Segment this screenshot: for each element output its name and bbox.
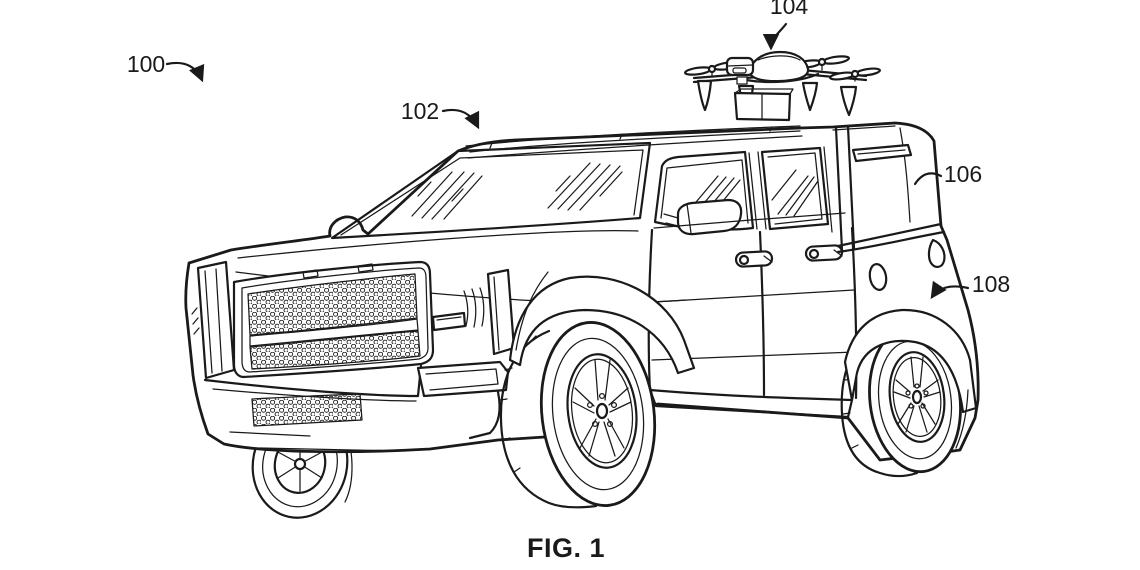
door-handle-front xyxy=(734,250,774,268)
grille xyxy=(232,260,435,379)
headlight-left xyxy=(196,260,236,380)
rear-door-window xyxy=(760,146,830,231)
vehicle-illustration xyxy=(184,121,980,519)
drone-arms xyxy=(692,68,868,84)
drone-package xyxy=(733,88,794,122)
front-flare-front-edge xyxy=(515,271,549,351)
front-fender-flare xyxy=(508,275,696,375)
reference-labels: 100 102 104 106 108 xyxy=(127,0,1010,300)
c-pillar xyxy=(823,146,833,233)
drone-body xyxy=(748,50,810,83)
grille-side-bracket xyxy=(431,311,467,332)
hood-crease xyxy=(237,230,639,259)
cowl-hatch-lines xyxy=(463,287,485,328)
taillight xyxy=(927,238,946,268)
front-wheel xyxy=(499,321,657,509)
rocker-panel xyxy=(648,388,854,419)
grille-mesh-upper xyxy=(247,273,418,336)
drone-landing-legs xyxy=(696,79,858,117)
roof-rack xyxy=(465,125,803,159)
fog-lamp-slot xyxy=(416,360,510,398)
bumper-mesh xyxy=(251,393,363,427)
leader-arrow-108 xyxy=(930,280,970,300)
camper-shell-window xyxy=(851,143,913,163)
b-pillar xyxy=(748,151,767,230)
figure-caption: FIG. 1 xyxy=(527,533,605,563)
front-wheel-spokes xyxy=(572,359,632,457)
windshield-glass-hatch xyxy=(411,162,623,220)
leader-arrow-104 xyxy=(762,22,788,51)
rear-mud-flap xyxy=(955,389,969,449)
door-handle-rear xyxy=(804,244,844,262)
reference-label-106: 106 xyxy=(944,161,982,187)
grille-mesh-lower xyxy=(249,330,421,370)
drone-propeller-right-outer xyxy=(829,67,881,82)
leader-line-106 xyxy=(913,172,943,186)
bed-rail xyxy=(836,222,946,254)
reference-label-100: 100 xyxy=(127,51,165,77)
drone-illustration xyxy=(684,50,881,122)
grille-mid-bar xyxy=(249,318,419,347)
window-sill-line xyxy=(653,212,846,229)
reference-label-108: 108 xyxy=(972,271,1010,297)
windshield xyxy=(330,141,652,240)
drone-camera xyxy=(725,56,755,85)
leader-arrow-102 xyxy=(441,108,480,130)
rear-wheel-spokes xyxy=(893,356,941,433)
camper-shell xyxy=(832,125,946,254)
front-bumper xyxy=(191,307,510,452)
reference-label-104: 104 xyxy=(770,0,809,19)
rear-fender-flare xyxy=(843,308,978,414)
side-mirror xyxy=(663,198,743,236)
reference-label-102: 102 xyxy=(401,98,439,124)
leader-arrow-100 xyxy=(165,61,205,83)
rear-wheel xyxy=(840,326,962,478)
fuel-door xyxy=(868,263,888,291)
